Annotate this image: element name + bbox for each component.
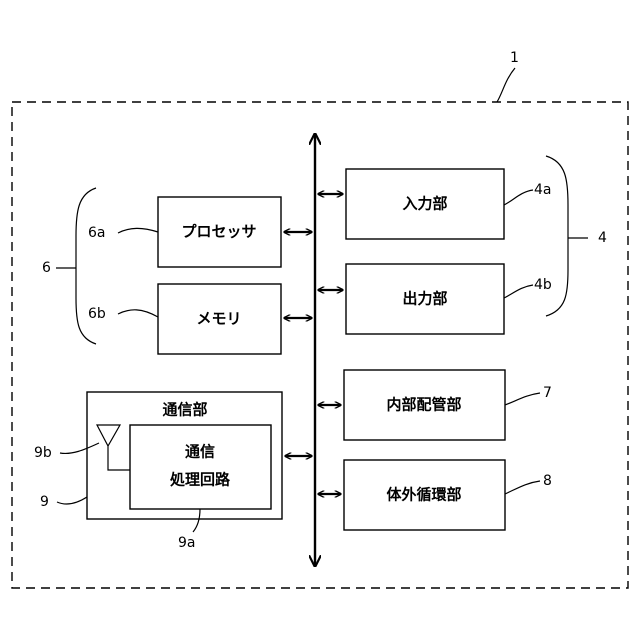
system-ref-label: 1 bbox=[510, 50, 519, 66]
communication-circuit-ref-label: 9a bbox=[178, 535, 196, 551]
control-group-ref-label: 6 bbox=[42, 260, 51, 276]
io-group-ref-label: 4 bbox=[598, 230, 607, 246]
extracorporeal-circulation-ref-label: 8 bbox=[543, 473, 552, 489]
memory-ref-label: 6b bbox=[88, 306, 106, 322]
extracorporeal-circulation-leader-line bbox=[505, 481, 540, 494]
internal-piping-ref-label: 7 bbox=[543, 385, 552, 401]
extracorporeal-circulation-label: 体外循環部 bbox=[386, 486, 461, 504]
system-leader-line bbox=[497, 68, 515, 102]
input-leader-line bbox=[504, 190, 533, 205]
communication-circuit-label-line2: 処理回路 bbox=[169, 471, 231, 489]
input-ref-label: 4a bbox=[534, 182, 552, 198]
communication-unit-leader-line bbox=[57, 497, 87, 504]
internal-piping-label: 内部配管部 bbox=[386, 396, 461, 414]
processor-leader-line bbox=[118, 228, 158, 233]
output-ref-label: 4b bbox=[534, 277, 552, 293]
communication-circuit-label-line1: 通信 bbox=[185, 443, 215, 461]
output-leader-line bbox=[504, 285, 533, 298]
memory-leader-line bbox=[118, 310, 158, 317]
communication-circuit-box bbox=[130, 425, 271, 509]
communication-unit-ref-label: 9 bbox=[40, 494, 49, 510]
input-unit-label: 入力部 bbox=[402, 195, 447, 213]
output-unit-label: 出力部 bbox=[402, 290, 447, 308]
antenna-ref-label: 9b bbox=[34, 445, 52, 461]
memory-label: メモリ bbox=[196, 310, 241, 328]
communication-unit-label: 通信部 bbox=[162, 401, 207, 419]
processor-label: プロセッサ bbox=[181, 223, 256, 241]
internal-piping-leader-line bbox=[505, 393, 540, 405]
processor-ref-label: 6a bbox=[88, 225, 106, 241]
